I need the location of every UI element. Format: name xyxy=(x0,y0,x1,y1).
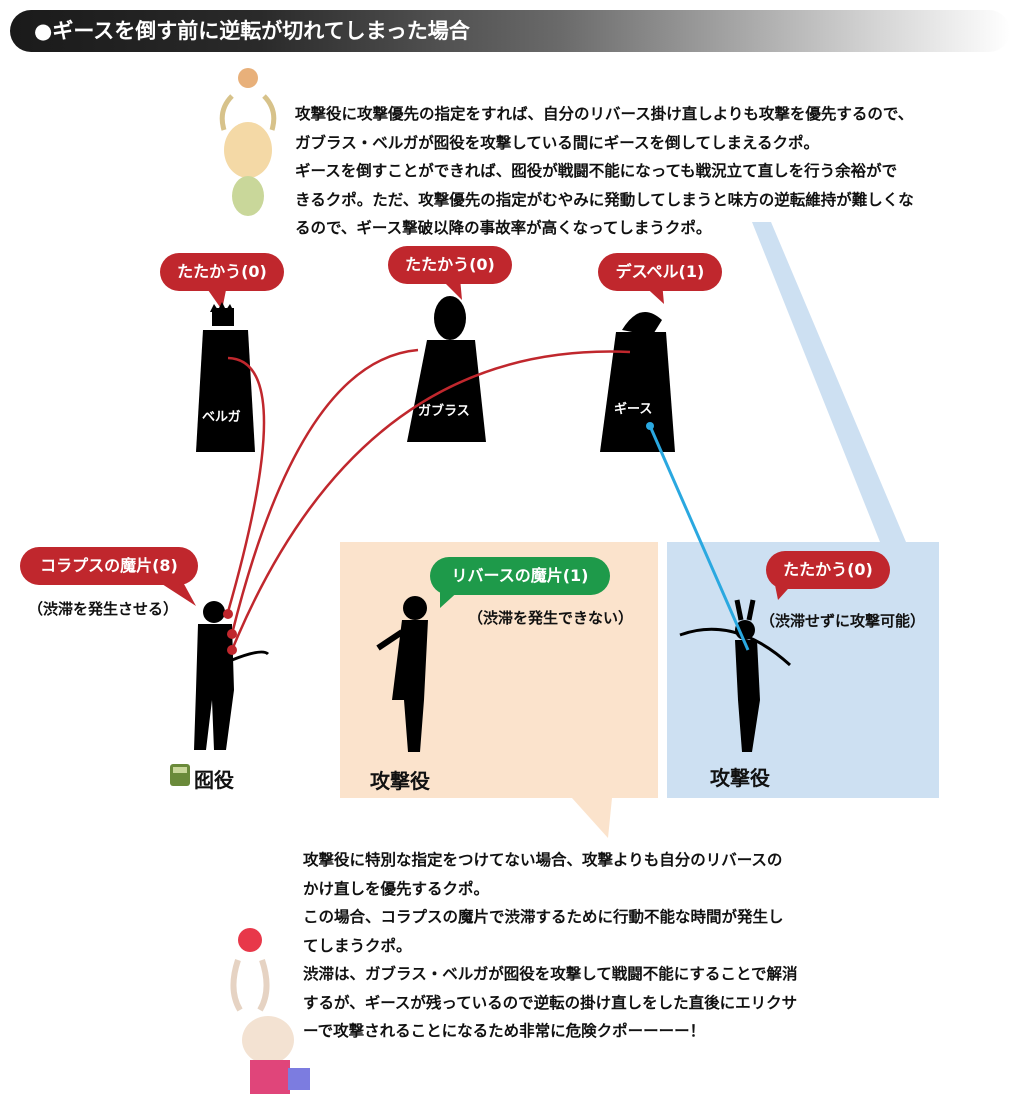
link-end-1 xyxy=(223,609,233,619)
top-line: 攻撃役に攻撃優先の指定をすれば、自分のリバース掛け直しよりも攻撃を優先するので、 xyxy=(295,105,914,123)
decoy-silhouette xyxy=(194,601,270,750)
header-bar xyxy=(10,10,1010,52)
decoy-note: （渋滞を発生させる） xyxy=(28,600,179,618)
moogle-pink-icon xyxy=(230,928,310,1094)
ghis-action-bubble: デスペル(1) xyxy=(598,253,722,291)
link-end-ghis xyxy=(646,422,654,430)
link-gabranth-decoy xyxy=(230,348,419,635)
page-title: ●ギースを倒す前に逆転が切れてしまった場合 xyxy=(34,19,470,43)
link-ghis-decoy xyxy=(230,350,631,651)
attacker-default-silhouette xyxy=(376,596,428,752)
top-line: きるクポ。ただ、攻撃優先の指定がむやみに発動してしまうと味方の逆転維持が難しくな xyxy=(295,190,914,209)
bottom-explanation: 攻撃役に特別な指定をつけてない場合、攻撃よりも自分のリバースの かけ直しを優先す… xyxy=(303,846,797,1046)
top-line: ガブラス・ベルガが囮役を攻撃している間にギースを倒してしまえるクポ。 xyxy=(295,133,820,152)
gabranth-action-bubble: たたかう(0) xyxy=(388,246,512,284)
belga-action-bubble: たたかう(0) xyxy=(160,253,284,291)
decoy-role-label: 囮役 xyxy=(194,768,234,792)
attacker-priority-role-label: 攻撃役 xyxy=(710,766,770,790)
link-end-3 xyxy=(227,645,237,655)
tank-icon xyxy=(170,764,190,786)
bottom-line: てしまうクポ。 xyxy=(303,936,412,955)
bottom-line: この場合、コラプスの魔片で渋滞するために行動不能な時間が発生し xyxy=(303,908,784,926)
attacker-priority-note: （渋滞せずに攻撃可能） xyxy=(760,612,926,630)
attacker-default-note: （渋滞を発生できない） xyxy=(468,609,634,627)
top-line: ギースを倒すことができれば、囮役が戦闘不能になっても戦況立て直しを行う余裕がで xyxy=(295,162,898,180)
link-belga-decoy xyxy=(226,356,266,613)
bottom-line: 攻撃役に特別な指定をつけてない場合、攻撃よりも自分のリバースの xyxy=(303,851,783,869)
bubble-tail-decoy xyxy=(162,584,196,606)
moogle-icon xyxy=(219,68,277,216)
top-line: るので、ギース撃破以降の事故率が高くなってしまうクポ。 xyxy=(295,219,712,237)
bottom-line: ーで攻撃されることになるため非常に危険クポーーーー！ xyxy=(303,1022,706,1040)
decoy-action-bubble: コラプスの魔片(8) xyxy=(20,547,198,585)
ghis-label: ギース xyxy=(614,402,653,417)
bottom-line: かけ直しを優先するクポ。 xyxy=(303,879,490,898)
link-end-2 xyxy=(227,629,237,639)
attacker-default-action-bubble: リバースの魔片(1) xyxy=(430,557,610,595)
belga-label: ベルガ xyxy=(202,410,241,425)
bottom-line: するが、ギースが残っているので逆転の掛け直しをした直後にエリクサ xyxy=(303,993,798,1012)
top-callout-beam xyxy=(752,222,906,542)
link-ghis-attacker xyxy=(648,425,750,651)
attacker-default-role-label: 攻撃役 xyxy=(370,769,430,793)
attacker-priority-action-bubble: たたかう(0) xyxy=(766,551,890,589)
gabranth-label: ガブラス xyxy=(418,404,470,419)
bottom-line: 渋滞は、ガブラス・ベルガが囮役を攻撃して戦闘不能にすることで解消 xyxy=(303,965,798,983)
belga-silhouette xyxy=(196,302,255,452)
gabranth-silhouette xyxy=(407,296,486,442)
bottom-callout-tail xyxy=(572,798,612,838)
top-explanation: 攻撃役に攻撃優先の指定をすれば、自分のリバース掛け直しよりも攻撃を優先するので、… xyxy=(295,100,914,243)
ghis-silhouette xyxy=(600,312,675,452)
